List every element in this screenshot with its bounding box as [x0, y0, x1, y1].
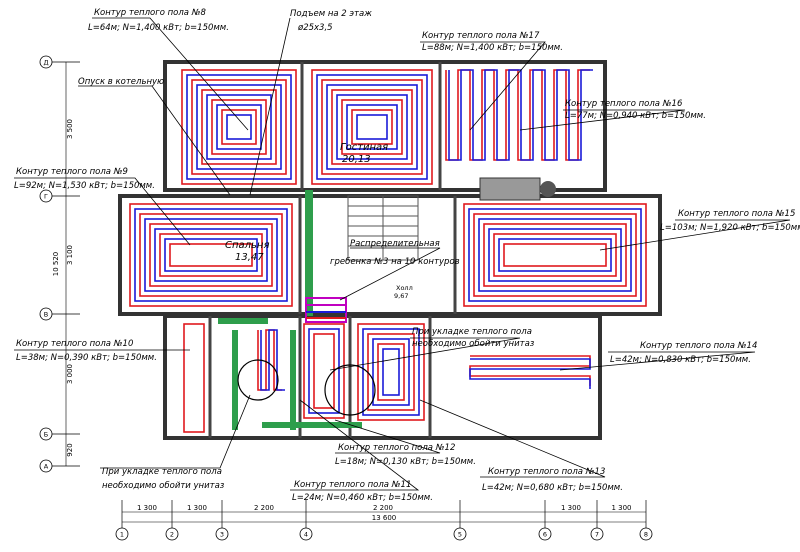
axis-bubble-col [299, 527, 313, 541]
callout-11-params: L=24м; N=0,460 кВт; b=150мм. [292, 493, 433, 503]
callout-14-title: Контур теплого пола №14 [640, 341, 757, 351]
dimension-left: 3 000 [66, 364, 74, 384]
dimension-bottom: 1 300 [187, 504, 207, 512]
axis-bubble-row [39, 427, 53, 441]
axis-label-row: Г [44, 193, 48, 201]
toilet-note-b1: При укладке теплого пола [102, 467, 222, 477]
axis-bubble-row [39, 459, 53, 473]
dimension-total: 13 600 [372, 514, 397, 522]
axis-label-row: А [44, 463, 49, 471]
interior-walls [208, 62, 457, 438]
callout-10-title: Контур теплого пола №10 [16, 339, 133, 349]
callout-8-params: L=64м; N=1,400 кВт; b=150мм. [88, 23, 229, 33]
toilet-markers [237, 359, 376, 416]
loop-14 [469, 355, 591, 389]
leader-lines [14, 17, 791, 491]
axis-bubble-col [453, 527, 467, 541]
loop-10 [183, 323, 205, 433]
axis-bubble-col [165, 527, 179, 541]
axis-label-col: 4 [304, 531, 308, 539]
insulation-strips [218, 190, 362, 430]
manifold-note-1: Распределительная [350, 239, 440, 249]
dimension-left-overall: 10 520 [52, 252, 60, 277]
room-living-label: Гостиная [340, 142, 388, 153]
loop-11 [303, 323, 345, 419]
room-labels: Гостиная 20,13 Спальня 13,47 Холл 9,67 [225, 142, 413, 300]
dimension-left: 3 100 [66, 245, 74, 265]
toilet-note-2: необходимо обойти унитаз [412, 339, 535, 349]
heating-loops [129, 69, 647, 433]
axis-label-row: Б [44, 431, 48, 439]
axis-label-col: 8 [644, 531, 648, 539]
boiler-note: Опуск в котельную [78, 77, 164, 87]
axis-label-col: 7 [595, 531, 599, 539]
dimension-bottom: 1 300 [137, 504, 157, 512]
room-bedroom-area: 13,47 [235, 252, 264, 263]
callout-13-params: L=42м; N=0,680 кВт; b=150мм. [482, 483, 623, 493]
axis-label-row: В [44, 311, 48, 319]
callout-15-params: L=103м; N=1,920 кВт; b=150мм. [660, 223, 800, 233]
manifold-note-2: гребенка №3 на 10 контуров [330, 257, 460, 267]
dimension-bottom: 1 300 [561, 504, 581, 512]
callout-8-title: Контур теплого пола №8 [94, 8, 207, 18]
loop-9 [129, 203, 293, 307]
callout-15-title: Контур теплого пола №15 [678, 209, 795, 219]
riser-note: Подъем на 2 этаж [290, 9, 372, 19]
axis-bubble-row [39, 307, 53, 321]
dimension-left: 3 500 [66, 119, 74, 139]
loop-12 [257, 329, 285, 391]
loop-15 [463, 203, 647, 307]
dimension-left: 920 [66, 443, 74, 456]
boiler-unit [479, 177, 556, 201]
axis-bubble-row [39, 55, 53, 69]
room-living-area: 20,13 [342, 154, 371, 165]
axis-bubble-col [538, 527, 552, 541]
axis-label-col: 3 [220, 531, 224, 539]
axis-bubble-row [39, 189, 53, 203]
dimension-bottom: 1 300 [611, 504, 631, 512]
axis-bubble-col [115, 527, 129, 541]
callout-14-params: L=42м; N=0,830 кВт; b=150мм. [610, 355, 751, 365]
axis-label-col: 6 [543, 531, 547, 539]
stairs [347, 195, 419, 261]
callout-17-title: Контур теплого пола №17 [422, 31, 540, 41]
callout-17-params: L=88м; N=1,400 кВт; b=150мм. [422, 43, 563, 53]
callout-10-params: L=38м; N=0,390 кВт; b=150мм. [16, 353, 157, 363]
axis-grid: 1 2 3 4 5 6 7 8 Д Г В Б А 1 300 1 300 2 200 2 200 1 300 1 … [39, 55, 653, 541]
manifold [305, 297, 347, 323]
axis-bubble-col [590, 527, 604, 541]
callout-12-params: L=18м; N=0,130 кВт; b=150мм. [335, 457, 476, 467]
axis-label-col: 2 [170, 531, 174, 539]
callout-13-title: Контур теплого пола №13 [488, 467, 605, 477]
room-hall-label: Холл [396, 284, 413, 292]
callout-texts: Контур теплого пола №8 L=64м; N=1,400 кВ… [14, 8, 800, 503]
toilet-note-1: При укладке теплого пола [412, 327, 532, 337]
room-hall-area: 9,67 [394, 292, 408, 300]
axis-label-col: 1 [120, 531, 124, 539]
dimension-bottom: 2 200 [373, 504, 393, 512]
axis-bubble-col [639, 527, 653, 541]
riser-pipe-note: ø25x3,5 [297, 23, 333, 33]
axis-label-col: 5 [458, 531, 462, 539]
callout-9-params: L=92м; N=1,530 кВт; b=150мм. [14, 181, 155, 191]
axis-bubble-col [215, 527, 229, 541]
room-bedroom-label: Спальня [225, 240, 270, 251]
callout-11-title: Контур теплого пола №11 [294, 480, 411, 490]
loop-8 [181, 69, 297, 185]
callout-12-title: Контур теплого пола №12 [338, 443, 455, 453]
callout-16-title: Контур теплого пола №16 [565, 99, 683, 109]
callout-16-params: L=77м; N=0,940 кВт; b=150мм. [565, 111, 706, 121]
axis-label-row: Д [43, 59, 48, 67]
callout-9-title: Контур теплого пола №9 [16, 167, 128, 177]
toilet-note-b2: необходимо обойти унитаз [102, 481, 225, 491]
loop-17 [311, 69, 433, 185]
dimension-bottom: 2 200 [254, 504, 274, 512]
